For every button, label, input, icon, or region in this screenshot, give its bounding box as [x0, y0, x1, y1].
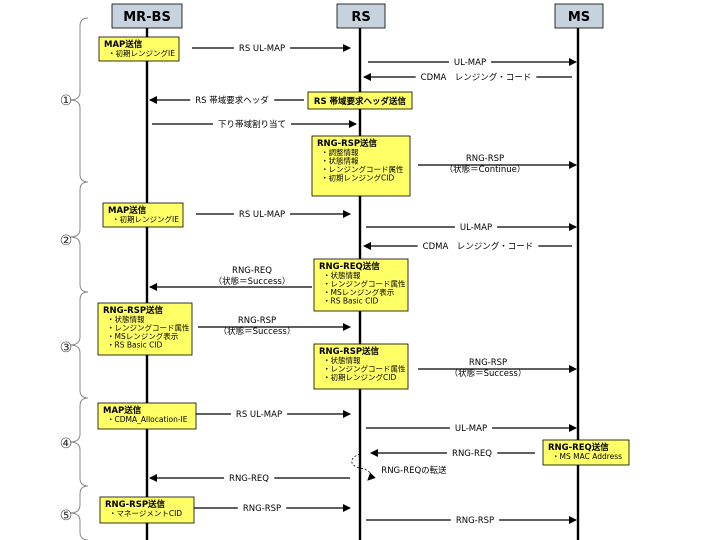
message-box: RNG-REQ送信・MS MAC Address [542, 439, 630, 466]
box-title: RNG-RSP送信 [103, 305, 164, 316]
box-title: RNG-REQ送信 [319, 261, 380, 272]
box-item: ・MS MAC Address [552, 452, 622, 461]
message-label: RNG-REQ [229, 474, 269, 484]
message-arrow: RNG-RSP [366, 515, 577, 527]
box-item: ・初期レンジングCID [321, 173, 394, 183]
phase-label: ② [60, 233, 73, 249]
phase-brace [69, 397, 89, 487]
entity-label: MR-BS [123, 10, 171, 25]
phase-brace [69, 291, 89, 399]
box-item: ・状態情報 [323, 355, 361, 365]
message-box: RNG-RSP送信・マネージメントCID [99, 496, 195, 524]
box-item: ・初期レンジングIE [112, 214, 179, 224]
message-label: CDMA レンジング・コード [423, 241, 534, 252]
message-label: RNG-REQ [232, 266, 272, 276]
message-arrow: RS UL-MAP [196, 409, 351, 421]
box-item: ・状態情報 [323, 270, 361, 280]
phase-label: ⑤ [60, 508, 73, 524]
message-box: MAP送信・初期レンジングIE [102, 202, 184, 228]
phase-label: ③ [60, 340, 73, 356]
message-arrow: RNG-REQ [370, 448, 535, 460]
message-label: RNG-REQの転送 [381, 465, 447, 476]
message-arrow: 下り帯域割り当て [152, 118, 357, 131]
box-title: MAP送信 [103, 405, 142, 416]
message-label: RS 帯域要求ヘッダ [195, 95, 269, 106]
box-item: ・RS Basic CID [107, 341, 163, 350]
box-item: ・CDMA_Allocation-IE [107, 415, 188, 424]
message-box: RNG-RSP送信・調整情報・状態情報・レンジングコード属性・初期レンジングCI… [311, 135, 411, 197]
message-label: RS UL-MAP [239, 210, 285, 220]
message-label: RNG-REQ [452, 449, 492, 459]
message-arrow: UL-MAP [368, 57, 577, 69]
message-sublabel: （状態＝Continue） [445, 164, 526, 175]
message-label: RNG-RSP [456, 516, 494, 526]
message-arrow: RNG-RSP（状態＝Success） [198, 316, 351, 337]
phase-brace [69, 181, 89, 293]
box-title: RNG-RSP送信 [319, 346, 380, 357]
box-item: ・レンジングコード属性 [107, 323, 190, 333]
message-arrow: RS 帯域要求ヘッダ [149, 94, 304, 107]
message-arrow: RNG-REQ（状態＝Success） [149, 266, 312, 291]
message-arrow: UL-MAP [366, 222, 577, 234]
box-item: ・レンジングコード属性 [323, 364, 406, 374]
box-title: RNG-RSP送信 [317, 138, 378, 149]
message-label: UL-MAP [460, 223, 492, 233]
message-sublabel: （状態＝Success） [450, 368, 527, 379]
box-item: ・MSレンジング表示 [107, 331, 179, 341]
message-box: RNG-RSP送信・状態情報・レンジングコード属性・MSレンジング表示・RS B… [97, 302, 193, 356]
box-item: ・状態情報 [107, 314, 145, 324]
message-arrow: RS UL-MAP [192, 43, 351, 55]
message-label: RS UL-MAP [236, 410, 282, 420]
message-label: UL-MAP [455, 424, 487, 434]
box-title: RNG-RSP送信 [105, 499, 166, 510]
box-item: ・マネージメントCID [109, 509, 182, 518]
box-item: ・初期レンジングIE [108, 48, 175, 58]
box-item: ・調整情報 [321, 147, 359, 157]
entity-header-rs: RS [336, 3, 386, 29]
message-label: 下り帯域割り当て [218, 119, 286, 130]
message-arrow: RS UL-MAP [196, 209, 351, 221]
message-box: RNG-RSP送信・状態情報・レンジングコード属性・初期レンジングCID [313, 343, 409, 390]
entity-label: RS [351, 10, 370, 25]
entity-header-mrbs: MR-BS [111, 3, 183, 29]
box-item: ・状態情報 [321, 156, 359, 166]
message-arrow: CDMA レンジング・コード [363, 240, 572, 253]
box-item: ・RS Basic CID [323, 297, 379, 306]
message-arrow: RNG-RSP（状態＝Success） [418, 358, 577, 379]
message-label: RNG-RSP [469, 358, 507, 368]
box-item: ・MSレンジング表示 [323, 287, 395, 297]
phase-label: ④ [60, 436, 73, 452]
message-box: MAP送信・初期レンジングIE [98, 36, 180, 62]
message-box: RS 帯域要求ヘッダ送信 [307, 91, 413, 110]
message-sublabel: （状態＝Success） [214, 276, 291, 287]
message-arrow: RNG-RSP [194, 503, 351, 515]
message-box: MAP送信・CDMA_Allocation-IE [97, 402, 197, 430]
message-label: RS UL-MAP [239, 44, 285, 54]
message-arrow: CDMA レンジング・コード [363, 71, 572, 84]
message-arrow: UL-MAP [366, 423, 577, 435]
box-title: MAP送信 [104, 39, 143, 50]
box-title: RNG-REQ送信 [548, 442, 609, 453]
message-label: CDMA レンジング・コード [421, 72, 532, 83]
message-box: RNG-REQ送信・状態情報・レンジングコード属性・MSレンジング表示・RS B… [313, 258, 409, 312]
message-arrow: RNG-REQ [149, 473, 350, 485]
message-label: RNG-RSP [466, 154, 504, 164]
message-label: RNG-RSP [238, 316, 276, 326]
phase-brace [69, 485, 89, 540]
box-item: ・レンジングコード属性 [323, 279, 406, 289]
message-label: UL-MAP [454, 58, 486, 68]
message-arrow: RNG-REQの転送 [351, 453, 447, 481]
box-title: RS 帯域要求ヘッダ送信 [314, 96, 407, 107]
box-title: MAP送信 [108, 205, 147, 216]
box-item: ・レンジングコード属性 [321, 164, 404, 174]
message-arrow: RNG-RSP（状態＝Continue） [418, 154, 577, 175]
message-sublabel: （状態＝Success） [219, 326, 296, 337]
entity-label: MS [568, 10, 590, 25]
phase-brace [69, 17, 89, 183]
box-item: ・初期レンジングCID [323, 372, 396, 382]
entity-header-ms: MS [554, 3, 604, 29]
phase-label: ① [60, 93, 73, 109]
message-label: RNG-RSP [243, 504, 281, 514]
